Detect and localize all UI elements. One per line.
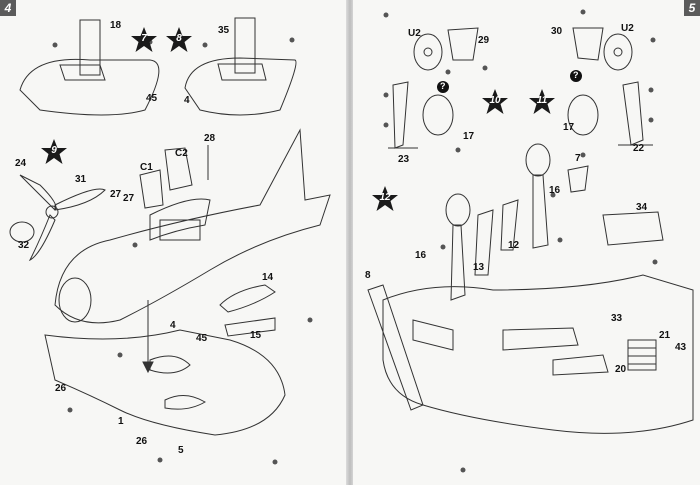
callout-4: 4 bbox=[184, 95, 190, 106]
step-7-star: 7 bbox=[130, 26, 158, 54]
callout-8: 8 bbox=[365, 270, 371, 281]
callout-29: 29 bbox=[478, 35, 490, 46]
callout-27-a: 27 bbox=[110, 189, 122, 200]
callout-21: 21 bbox=[659, 330, 671, 341]
callout-7: 7 bbox=[575, 153, 581, 164]
step-11-star: 11 bbox=[528, 88, 556, 116]
page-number-right: 5 bbox=[684, 0, 700, 16]
callout-24: 24 bbox=[15, 158, 27, 169]
callout-28: 28 bbox=[204, 133, 216, 144]
left-page-drawing bbox=[9, 17, 331, 465]
callout-15: 15 bbox=[250, 330, 262, 341]
callout-U2-b: U2 bbox=[621, 23, 634, 34]
callout-16-b: 16 bbox=[415, 250, 427, 261]
callout-17-b: 17 bbox=[563, 122, 575, 133]
right-page: 5 bbox=[353, 0, 700, 485]
step-10-star: 10 bbox=[481, 88, 509, 116]
callout-32: 32 bbox=[18, 240, 30, 251]
callout-13: 13 bbox=[473, 262, 485, 273]
callout-30: 30 bbox=[551, 26, 563, 37]
page-number-left: 4 bbox=[0, 0, 16, 16]
callout-26-b: 26 bbox=[136, 436, 148, 447]
callout-C1: C1 bbox=[140, 162, 153, 173]
step-7-number: 7 bbox=[141, 33, 147, 44]
callout-1: 1 bbox=[118, 416, 124, 427]
step-9-star: 9 bbox=[40, 138, 68, 166]
callout-43: 43 bbox=[675, 342, 687, 353]
spine bbox=[346, 0, 354, 485]
callout-34: 34 bbox=[636, 202, 648, 213]
step-10-number: 10 bbox=[489, 95, 501, 106]
callout-5: 5 bbox=[178, 445, 184, 456]
callout-45-b: 45 bbox=[196, 333, 208, 344]
callout-35: 35 bbox=[218, 25, 230, 36]
callout-12: 12 bbox=[508, 240, 520, 251]
callout-23: 23 bbox=[398, 154, 410, 165]
callout-27-b: 27 bbox=[123, 193, 135, 204]
callout-C2: C2 bbox=[175, 148, 188, 159]
callout-20: 20 bbox=[615, 364, 627, 375]
callout-22: 22 bbox=[633, 143, 645, 154]
step-11-number: 11 bbox=[536, 95, 548, 106]
step-8-star: 8 bbox=[165, 26, 193, 54]
callout-45: 45 bbox=[146, 93, 158, 104]
callout-question-2: ? bbox=[573, 70, 579, 80]
right-page-drawing bbox=[367, 9, 694, 473]
callout-18: 18 bbox=[110, 20, 122, 31]
callout-16-a: 16 bbox=[549, 185, 561, 196]
step-8-number: 8 bbox=[176, 33, 182, 44]
callout-question-1: ? bbox=[440, 81, 446, 91]
callout-14: 14 bbox=[262, 272, 274, 283]
callout-17-a: 17 bbox=[463, 131, 475, 142]
step-12-star: 12 bbox=[371, 185, 399, 213]
callout-U2-a: U2 bbox=[408, 28, 421, 39]
step-12-number: 12 bbox=[379, 192, 391, 203]
callout-31: 31 bbox=[75, 174, 87, 185]
callout-4-b: 4 bbox=[170, 320, 176, 331]
left-page: 4 bbox=[0, 0, 347, 485]
callout-26-a: 26 bbox=[55, 383, 67, 394]
callout-33: 33 bbox=[611, 313, 623, 324]
step-9-number: 9 bbox=[51, 145, 57, 156]
